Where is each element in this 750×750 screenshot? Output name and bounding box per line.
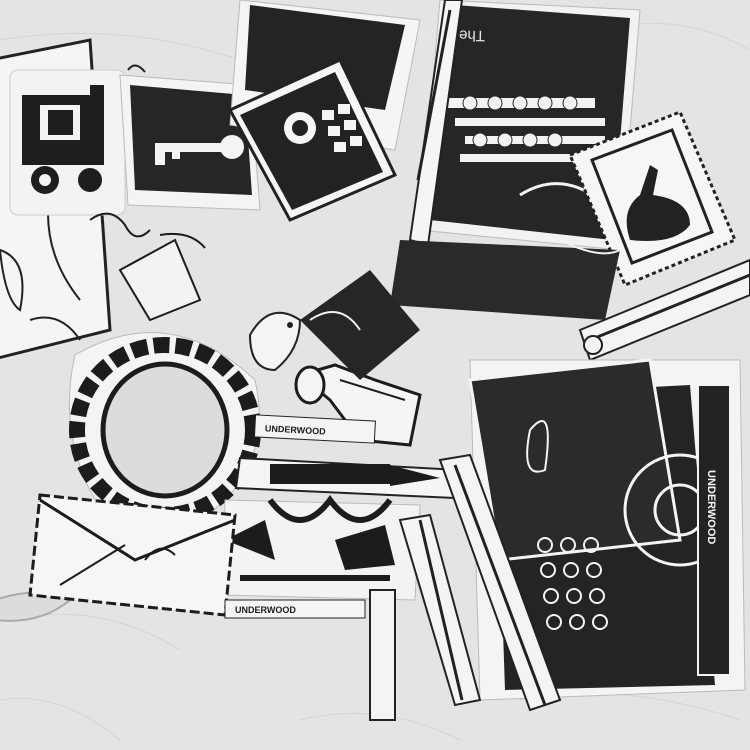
underwood-vertical-label: UNDERWOOD: [705, 470, 717, 544]
steam-train-sticker: [9, 69, 126, 216]
underwood-label-sticker: UNDERWOOD: [253, 414, 376, 444]
camera-icon: [240, 72, 383, 210]
underwood-strip-sticker: UNDERWOOD: [224, 599, 366, 619]
underwood-typewriter-sticker: UNDERWOOD: [468, 358, 746, 701]
brush-sticker: [369, 453, 562, 721]
ink-bottle-icon: [296, 363, 422, 447]
mirror-frame-icon: [69, 337, 261, 523]
fountain-pen-sticker-right: [578, 258, 750, 362]
open-book-sticker: [300, 270, 420, 380]
feather-icon: [0, 248, 24, 312]
ink-bottle-sticker: [294, 363, 422, 447]
airmail-envelope-sticker: [28, 493, 237, 617]
rabbit-postage-stamp-sticker: [568, 110, 737, 287]
underwood-stamp-label: UNDERWOOD: [235, 605, 296, 615]
pen-icon: [270, 464, 390, 484]
stationery-strip-sticker: [390, 239, 621, 320]
train-icon: [22, 85, 104, 194]
ornament-sticker: [221, 495, 421, 601]
key-icon: [155, 135, 244, 165]
vintage-camera-sticker: [227, 0, 421, 222]
scroll-ornament-sticker: [89, 212, 206, 322]
bird-sticker: [248, 311, 302, 372]
skeleton-key-sticker: [119, 64, 261, 211]
rabbit-stamp-icon: [626, 165, 690, 241]
underwood-small-label: UNDERWOOD: [265, 423, 327, 436]
fountain-pen-sticker: [234, 456, 462, 500]
typewriter-icon: [445, 95, 605, 162]
